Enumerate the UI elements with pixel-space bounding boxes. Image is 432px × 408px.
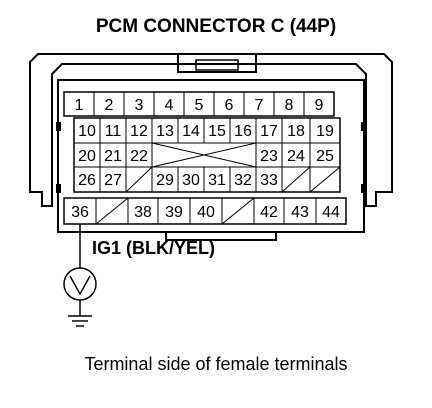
terminal-rows-2-4: 10 11 12 13 14 15 16 17 18 19 20 21 22 2… — [73, 117, 341, 193]
probe-wire-label: IG1 (BLK/YEL) — [92, 238, 216, 258]
terminal-21: 21 — [104, 148, 122, 165]
terminal-32: 32 — [234, 172, 252, 189]
polarity-mark-left-1 — [56, 122, 61, 131]
terminal-31: 31 — [208, 172, 226, 189]
terminal-26: 26 — [78, 172, 96, 189]
polarity-mark-right-1 — [361, 122, 366, 131]
terminal-27: 27 — [104, 172, 122, 189]
terminal-15: 15 — [208, 123, 226, 140]
terminal-1: 1 — [75, 97, 84, 114]
terminal-3: 3 — [135, 97, 144, 114]
ground-icon — [68, 315, 92, 327]
terminal-20: 20 — [78, 148, 96, 165]
terminal-6: 6 — [225, 97, 234, 114]
diagram-caption: Terminal side of female terminals — [84, 354, 348, 374]
polarity-mark-right-2 — [361, 184, 366, 193]
terminal-29: 29 — [156, 172, 174, 189]
terminal-11: 11 — [105, 123, 122, 140]
connector-bottom-key — [165, 232, 277, 241]
terminal-12: 12 — [130, 123, 148, 140]
terminal-13: 13 — [156, 123, 174, 140]
terminal-42: 42 — [260, 204, 278, 221]
terminal-22: 22 — [130, 148, 148, 165]
terminal-10: 10 — [78, 123, 96, 140]
terminal-9: 9 — [315, 97, 324, 114]
connector-latch — [177, 53, 257, 73]
terminal-4: 4 — [165, 97, 174, 114]
terminal-17: 17 — [260, 123, 278, 140]
connector-title: PCM CONNECTOR C (44P) — [95, 16, 337, 37]
terminal-5: 5 — [195, 97, 204, 114]
connector-face — [57, 79, 365, 233]
terminal-14: 14 — [182, 123, 200, 140]
terminal-19: 19 — [316, 123, 334, 140]
terminal-43: 43 — [291, 204, 309, 221]
terminal-39: 39 — [165, 204, 183, 221]
terminal-30: 30 — [182, 172, 200, 189]
terminal-40: 40 — [197, 204, 215, 221]
polarity-mark-left-2 — [56, 184, 61, 193]
terminal-row-5: 36 38 39 40 42 43 44 — [63, 197, 347, 225]
terminal-25: 25 — [316, 148, 334, 165]
terminal-23: 23 — [260, 148, 278, 165]
terminal-33: 33 — [260, 172, 278, 189]
terminal-7: 7 — [255, 97, 264, 114]
connector-latch-notch — [195, 59, 239, 71]
voltmeter-icon — [63, 267, 97, 301]
terminal-36: 36 — [71, 204, 89, 221]
terminal-38: 38 — [134, 204, 152, 221]
terminal-44: 44 — [322, 204, 340, 221]
terminal-row-1: 1 2 3 4 5 6 7 8 9 — [63, 91, 335, 117]
terminal-24: 24 — [287, 148, 305, 165]
terminal-18: 18 — [287, 123, 305, 140]
terminal-2: 2 — [105, 97, 114, 114]
terminal-16: 16 — [234, 123, 252, 140]
terminal-8: 8 — [285, 97, 294, 114]
